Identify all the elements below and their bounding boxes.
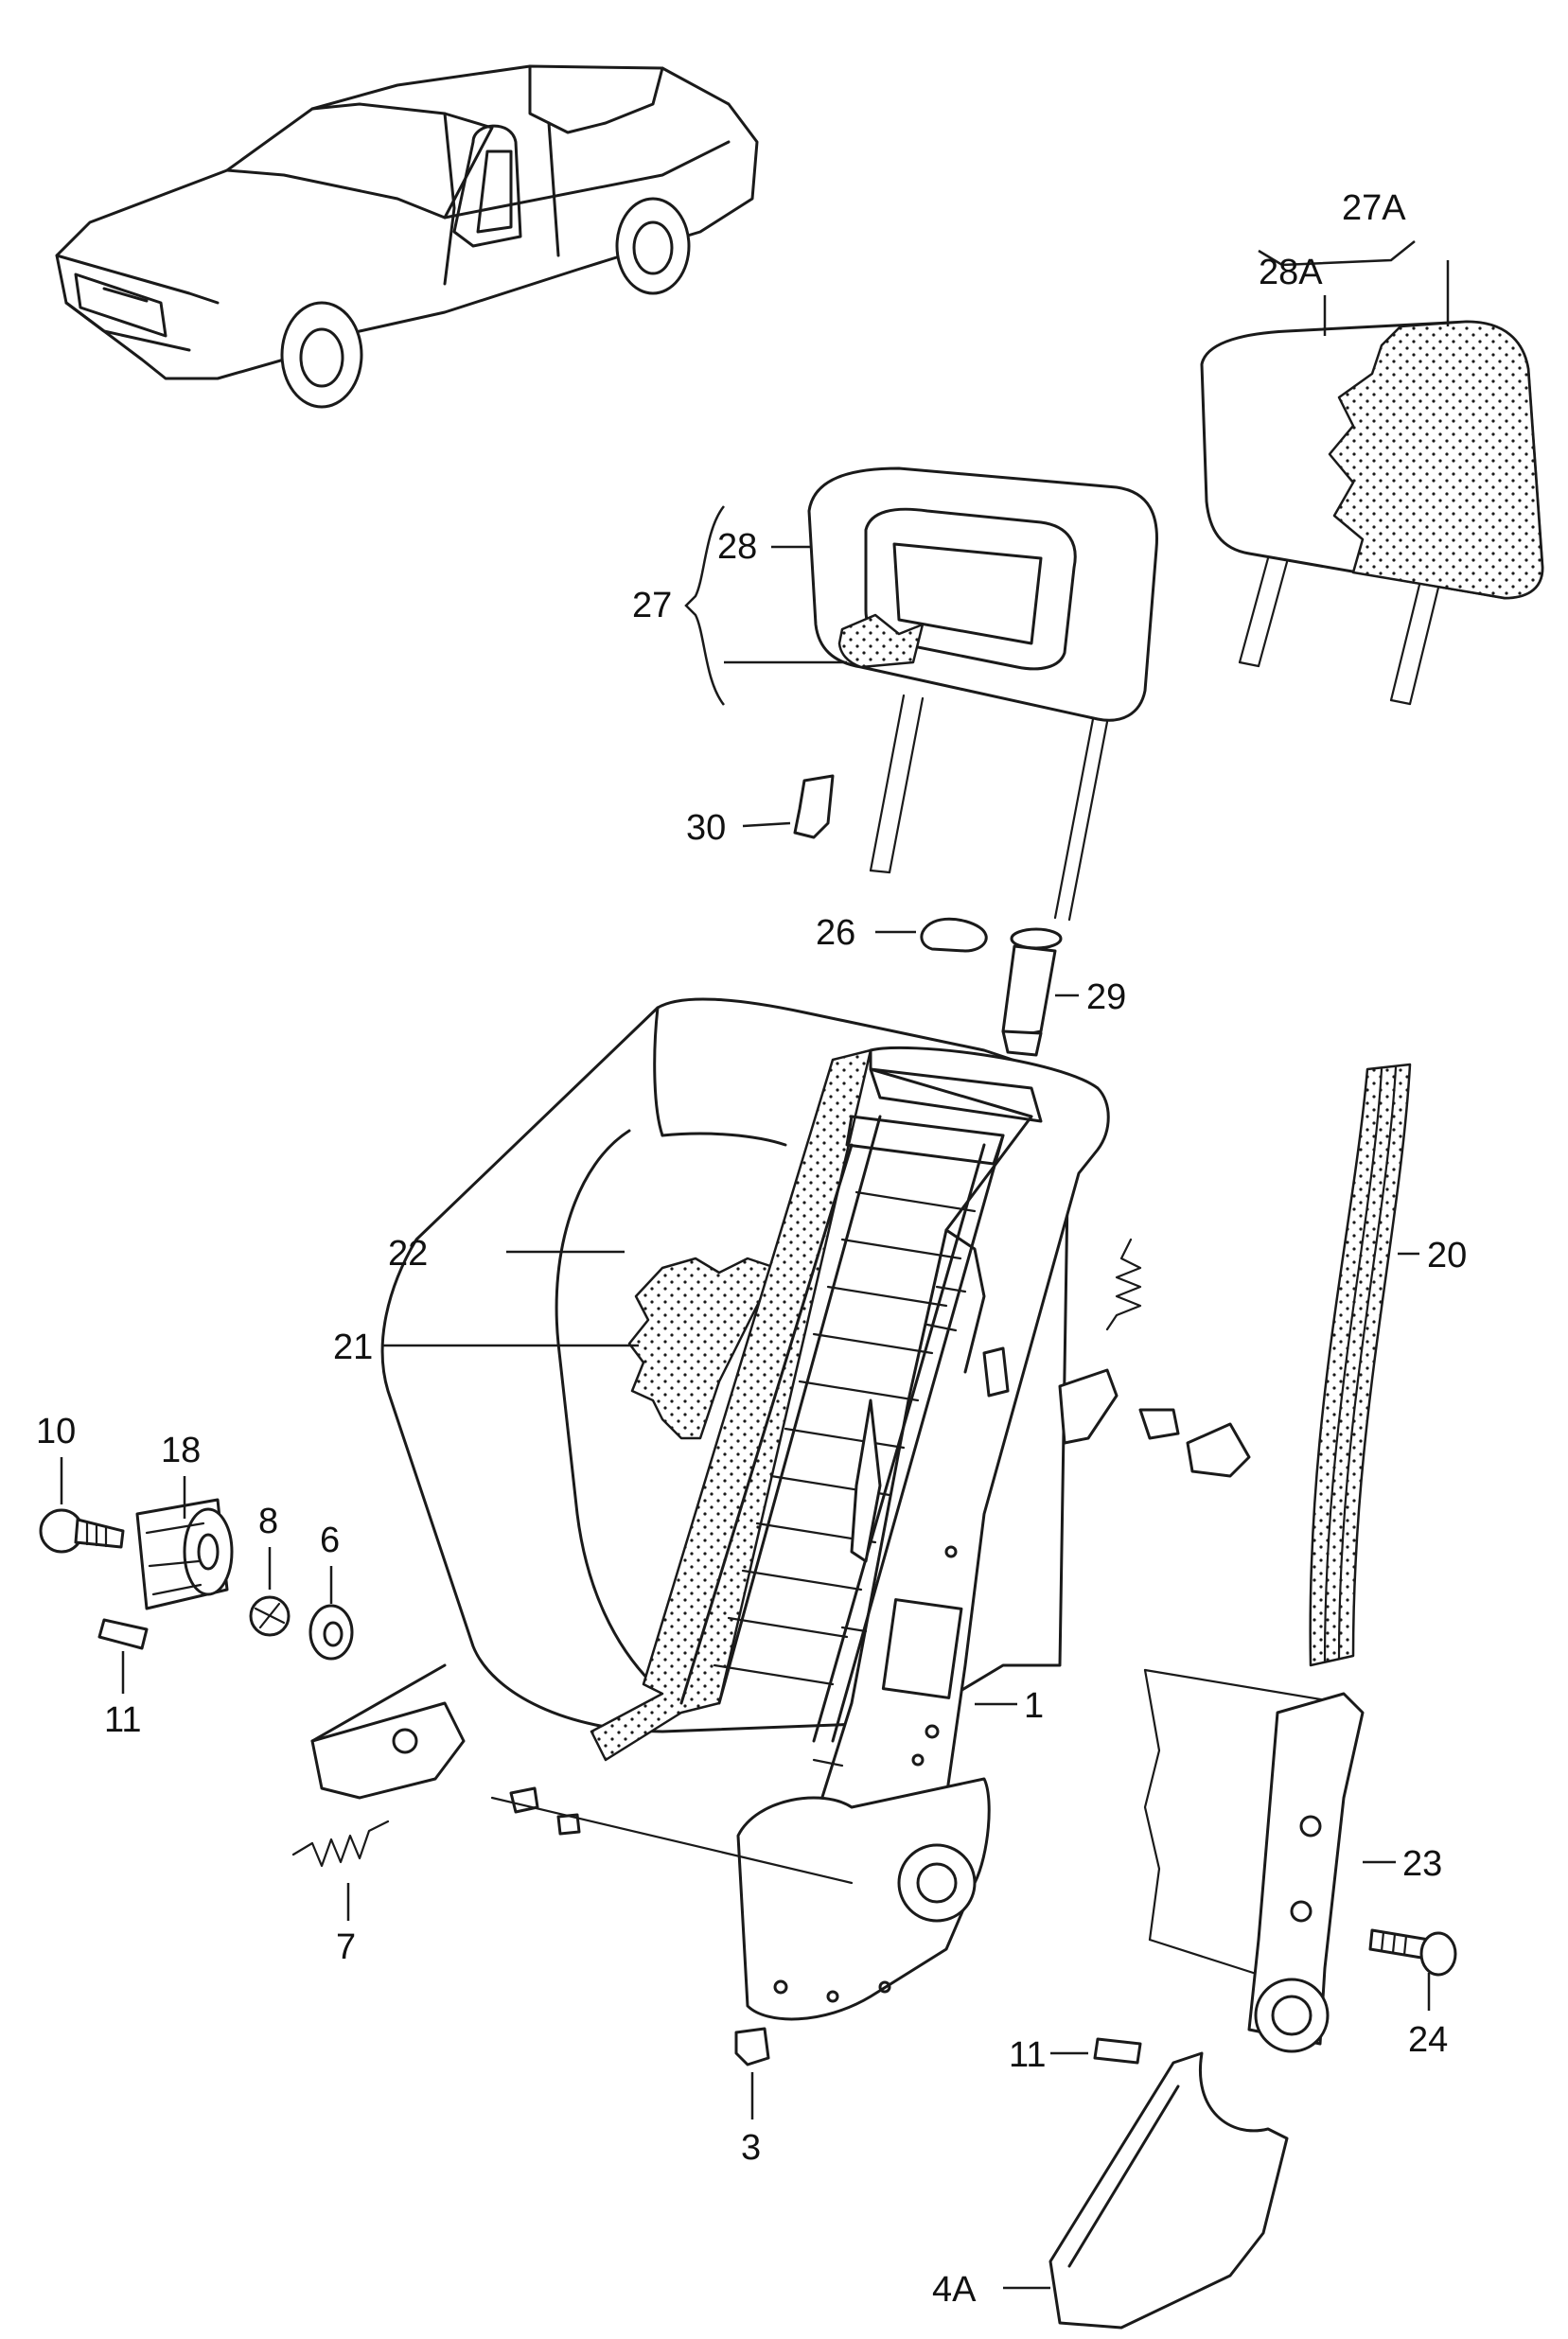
lever-parts-right — [1058, 1368, 1251, 1478]
callout-10: 10 — [36, 1412, 76, 1451]
callout-20: 20 — [1427, 1236, 1467, 1275]
callout-11-left: 11 — [104, 1700, 141, 1740]
callout-22: 22 — [388, 1234, 428, 1274]
callout-18: 18 — [161, 1431, 201, 1470]
dowels — [490, 1786, 854, 1885]
clip-3 — [734, 2027, 770, 2066]
side-bracket-23 — [1143, 1668, 1365, 2053]
callout-8: 8 — [258, 1502, 278, 1541]
bolt-10 — [39, 1508, 125, 1554]
cover-panel-4A — [1048, 2051, 1289, 2330]
car-overview-illustration — [55, 64, 759, 409]
backrest-frame-1 — [590, 1046, 1110, 2021]
headrest-clip-30 — [793, 774, 835, 839]
callout-3: 3 — [741, 2128, 761, 2168]
leader-lines — [60, 240, 1450, 2290]
bracket-hole — [392, 1728, 418, 1754]
callout-24: 24 — [1408, 2020, 1448, 2060]
pin-11-right — [1093, 2037, 1142, 2065]
callout-21: 21 — [333, 1328, 373, 1367]
headrest-27-illustration — [807, 466, 1158, 922]
adjuster-knob-18 — [135, 1498, 234, 1610]
callout-29: 29 — [1086, 977, 1126, 1017]
callout-6: 6 — [320, 1521, 340, 1560]
callout-11-right: 11 — [1009, 2035, 1046, 2075]
bracket-arm — [310, 1663, 447, 1743]
callout-30: 30 — [686, 808, 726, 848]
cover-cap-26 — [920, 917, 988, 953]
recliner-bracket-left — [310, 1701, 466, 1800]
callout-7: 7 — [336, 1927, 356, 1967]
headrest-27a-illustration — [1200, 320, 1544, 706]
clip-8 — [249, 1595, 291, 1637]
trim-strip-20 — [1309, 1063, 1412, 1667]
screw-24 — [1368, 1928, 1457, 1977]
headrest-guide-29 — [1001, 927, 1063, 1057]
spring-7 — [291, 1820, 390, 1868]
callout-27A: 27A — [1342, 188, 1406, 228]
pin-11-left — [97, 1618, 149, 1650]
spring-right — [1105, 1238, 1142, 1331]
callout-4A: 4A — [932, 2270, 977, 2310]
callout-23: 23 — [1402, 1844, 1442, 1884]
callout-28: 28 — [717, 527, 757, 567]
callout-1: 1 — [1024, 1686, 1044, 1726]
padding-21 — [627, 1257, 778, 1440]
callout-26: 26 — [816, 913, 855, 953]
washer-6 — [308, 1604, 354, 1661]
callout-27: 27 — [632, 586, 672, 625]
callout-28A: 28A — [1259, 253, 1323, 292]
